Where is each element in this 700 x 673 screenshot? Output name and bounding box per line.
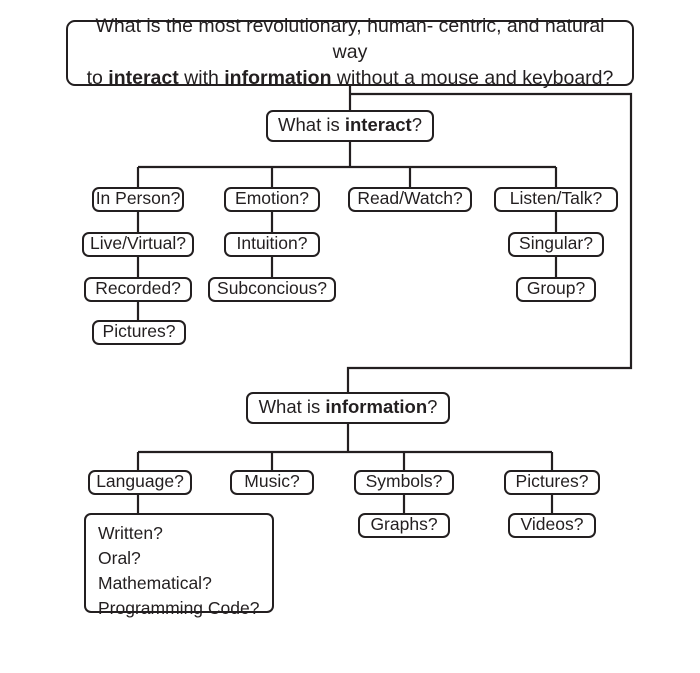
node-live-virtual-label: Live/Virtual? — [90, 233, 186, 254]
node-live-virtual[interactable]: Live/Virtual? — [82, 232, 194, 257]
node-intuition-label: Intuition? — [236, 233, 308, 254]
node-videos-label: Videos? — [520, 514, 584, 535]
node-emotion-label: Emotion? — [235, 188, 309, 209]
node-singular-label: Singular? — [519, 233, 593, 254]
node-language-label: Language? — [96, 471, 184, 492]
root-question-box[interactable]: What is the most revolutionary, human- c… — [66, 15, 634, 89]
node-pictures-top[interactable]: Pictures? — [92, 320, 186, 345]
node-listen-talk-label: Listen/Talk? — [509, 188, 603, 209]
root-line-1: What is the most revolutionary, human- c… — [95, 14, 605, 63]
detail-programming-code: Programming Code? — [98, 597, 260, 618]
node-subconcious[interactable]: Subconcious? — [208, 277, 336, 302]
interact-header-bold: interact — [344, 114, 412, 136]
node-singular[interactable]: Singular? — [508, 232, 604, 257]
node-recorded[interactable]: Recorded? — [84, 277, 192, 302]
root-line-2-pre: to — [86, 67, 109, 90]
node-music[interactable]: Music? — [230, 470, 314, 495]
detail-mathematical: Mathematical? — [98, 572, 212, 593]
node-graphs[interactable]: Graphs? — [358, 513, 450, 538]
node-language-detail-box[interactable]: Written? Oral? Mathematical? Programming… — [84, 513, 274, 618]
node-videos[interactable]: Videos? — [508, 513, 596, 538]
node-language[interactable]: Language? — [88, 470, 192, 495]
interact-header-pre: What is — [278, 114, 345, 136]
node-in-person-label: In Person? — [95, 188, 181, 209]
information-header-text: What is information? — [259, 395, 438, 419]
root-line-2-post: without a mouse and keyboard? — [331, 67, 614, 90]
node-pictures-top-label: Pictures? — [102, 321, 176, 342]
information-header-pre: What is — [258, 396, 326, 418]
node-read-watch[interactable]: Read/Watch? — [348, 187, 472, 212]
node-subconcious-label: Subconcious? — [217, 278, 327, 299]
node-in-person[interactable]: In Person? — [92, 187, 184, 212]
node-group-label: Group? — [526, 278, 586, 299]
detail-oral: Oral? — [98, 547, 141, 568]
node-recorded-label: Recorded? — [95, 278, 181, 299]
node-intuition[interactable]: Intuition? — [224, 232, 320, 257]
node-read-watch-label: Read/Watch? — [357, 188, 463, 209]
interact-header-post: ? — [411, 114, 422, 136]
root-question-text: What is the most revolutionary, human- c… — [80, 13, 620, 91]
node-emotion[interactable]: Emotion? — [224, 187, 320, 212]
root-bold-interact: interact — [108, 67, 179, 90]
node-pictures-bottom[interactable]: Pictures? — [504, 470, 600, 495]
node-symbols-label: Symbols? — [365, 471, 443, 492]
information-header-post: ? — [427, 396, 438, 418]
node-what-is-interact[interactable]: What is interact? — [266, 110, 434, 142]
node-group[interactable]: Group? — [516, 277, 596, 302]
node-listen-talk[interactable]: Listen/Talk? — [494, 187, 618, 212]
node-pictures-bottom-label: Pictures? — [515, 471, 589, 492]
interact-header-text: What is interact? — [278, 113, 422, 137]
root-bold-information: information — [224, 67, 332, 90]
root-line-2-mid: with — [178, 67, 225, 90]
information-header-bold: information — [325, 396, 428, 418]
node-what-is-information[interactable]: What is information? — [246, 392, 450, 424]
node-symbols[interactable]: Symbols? — [354, 470, 454, 495]
node-graphs-label: Graphs? — [370, 514, 438, 535]
detail-written: Written? — [98, 523, 163, 543]
node-music-label: Music? — [244, 471, 300, 492]
